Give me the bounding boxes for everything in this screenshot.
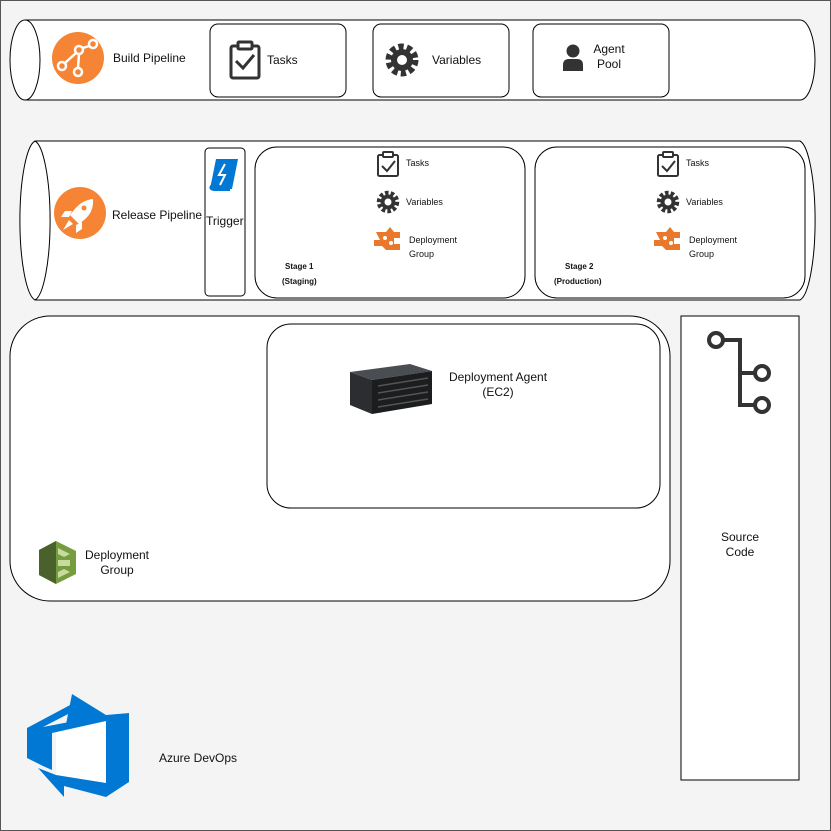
release-pipeline-label: Release Pipeline <box>112 208 203 222</box>
stage-2-deployment-group-label: Deployment Group <box>689 235 738 259</box>
stage-1-deployment-group-icon <box>374 227 400 250</box>
stage-2-tasks-label: Tasks <box>686 158 710 168</box>
user-icon <box>563 44 583 71</box>
build-agent-pool-box <box>532 23 670 98</box>
stage-1-clipboard-check-icon <box>377 151 399 177</box>
stage-2-title: Stage 2 <box>565 262 594 271</box>
rocket-icon <box>54 187 106 239</box>
stage-1-subtitle: (Staging) <box>282 277 317 286</box>
azure-devops-icon <box>27 694 129 797</box>
gear-icon <box>385 43 419 77</box>
build-tasks-label: Tasks <box>267 53 298 67</box>
source-code-label: Source Code <box>720 530 760 559</box>
stage-1-gear-icon <box>376 190 400 214</box>
trigger-scroll-icon <box>209 159 238 191</box>
stage-2-gear-icon <box>656 190 680 214</box>
deployment-agent-box <box>266 323 661 509</box>
build-variables-box <box>372 23 510 98</box>
clipboard-check-icon <box>229 40 261 80</box>
stage-1-title: Stage 1 <box>285 262 314 271</box>
git-branch-icon <box>707 331 771 414</box>
deployment-group-label: Deployment Group <box>84 548 150 577</box>
build-agent-pool-label: Agent Pool <box>593 42 625 71</box>
deployment-agent-label: Deployment Agent (EC2) <box>448 370 548 399</box>
aws-codedeploy-icon <box>39 541 76 584</box>
stage-1-deployment-group-label: Deployment Group <box>409 235 458 259</box>
stage-2-clipboard-check-icon <box>657 151 679 177</box>
build-pipeline-label: Build Pipeline <box>113 51 186 65</box>
stage-2-variables-label: Variables <box>686 197 723 207</box>
azure-devops-label: Azure DevOps <box>159 751 238 765</box>
stage-1-variables-label: Variables <box>406 197 443 207</box>
stage-1-tasks-label: Tasks <box>406 158 430 168</box>
stage-1-box <box>254 146 526 299</box>
stage-2-box <box>534 146 806 299</box>
build-variables-label: Variables <box>432 53 482 67</box>
build-pipeline-icon <box>52 32 104 84</box>
server-icon <box>350 364 432 414</box>
stage-2-subtitle: (Production) <box>554 277 602 286</box>
stage-2-deployment-group-icon <box>654 227 680 250</box>
trigger-label: Trigger <box>206 214 244 228</box>
